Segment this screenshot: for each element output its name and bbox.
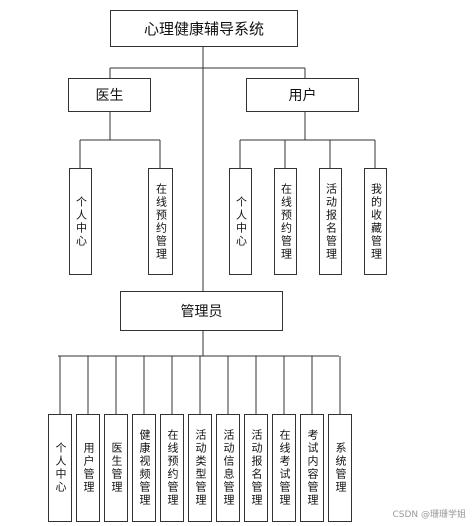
module-label: 在线预约管理 bbox=[154, 182, 168, 261]
module-label: 我的收藏管理 bbox=[369, 182, 383, 261]
module-label: 个人中心 bbox=[234, 195, 248, 248]
admin-module-personal-center: 个人中心 bbox=[48, 414, 72, 522]
module-label: 医生管理 bbox=[110, 442, 123, 494]
role-doctor-label: 医生 bbox=[95, 88, 124, 104]
admin-module-system-management: 系统管理 bbox=[328, 414, 352, 522]
module-label: 活动报名管理 bbox=[324, 182, 338, 261]
role-node-admin: 管理员 bbox=[120, 291, 283, 331]
doctor-module-personal-center: 个人中心 bbox=[69, 168, 92, 275]
module-label: 考试内容管理 bbox=[306, 429, 319, 507]
admin-module-activity-signup: 活动报名管理 bbox=[244, 414, 268, 522]
user-module-personal-center: 个人中心 bbox=[229, 168, 252, 275]
module-label: 在线预约管理 bbox=[279, 182, 293, 261]
doctor-module-online-booking: 在线预约管理 bbox=[148, 168, 173, 275]
user-module-online-booking: 在线预约管理 bbox=[274, 168, 297, 275]
module-label: 在线预约管理 bbox=[166, 429, 179, 507]
admin-module-activity-type: 活动类型管理 bbox=[188, 414, 212, 522]
role-node-user: 用户 bbox=[246, 78, 359, 112]
admin-module-user-management: 用户管理 bbox=[76, 414, 100, 522]
admin-module-online-booking: 在线预约管理 bbox=[160, 414, 184, 522]
module-label: 个人中心 bbox=[54, 442, 67, 494]
admin-module-doctor-management: 医生管理 bbox=[104, 414, 128, 522]
module-label: 用户管理 bbox=[82, 442, 95, 494]
module-label: 活动信息管理 bbox=[222, 429, 235, 507]
admin-module-health-video: 健康视频管理 bbox=[132, 414, 156, 522]
module-label: 个人中心 bbox=[74, 195, 88, 248]
module-label: 在线考试管理 bbox=[278, 429, 291, 507]
module-label: 活动报名管理 bbox=[250, 429, 263, 507]
module-label: 系统管理 bbox=[334, 442, 347, 494]
admin-module-online-exam: 在线考试管理 bbox=[272, 414, 296, 522]
role-node-doctor: 医生 bbox=[68, 78, 151, 112]
admin-module-exam-content: 考试内容管理 bbox=[300, 414, 324, 522]
user-module-favorites: 我的收藏管理 bbox=[364, 168, 387, 275]
role-admin-label: 管理员 bbox=[180, 304, 223, 320]
watermark: CSDN @珊珊学姐 bbox=[392, 510, 466, 520]
module-label: 健康视频管理 bbox=[138, 429, 151, 507]
user-module-activity-signup: 活动报名管理 bbox=[319, 168, 342, 275]
module-label: 活动类型管理 bbox=[194, 429, 207, 507]
root-node-system-title: 心理健康辅导系统 bbox=[110, 10, 298, 47]
root-label: 心理健康辅导系统 bbox=[143, 20, 264, 38]
admin-module-activity-info: 活动信息管理 bbox=[216, 414, 240, 522]
role-user-label: 用户 bbox=[288, 88, 317, 104]
